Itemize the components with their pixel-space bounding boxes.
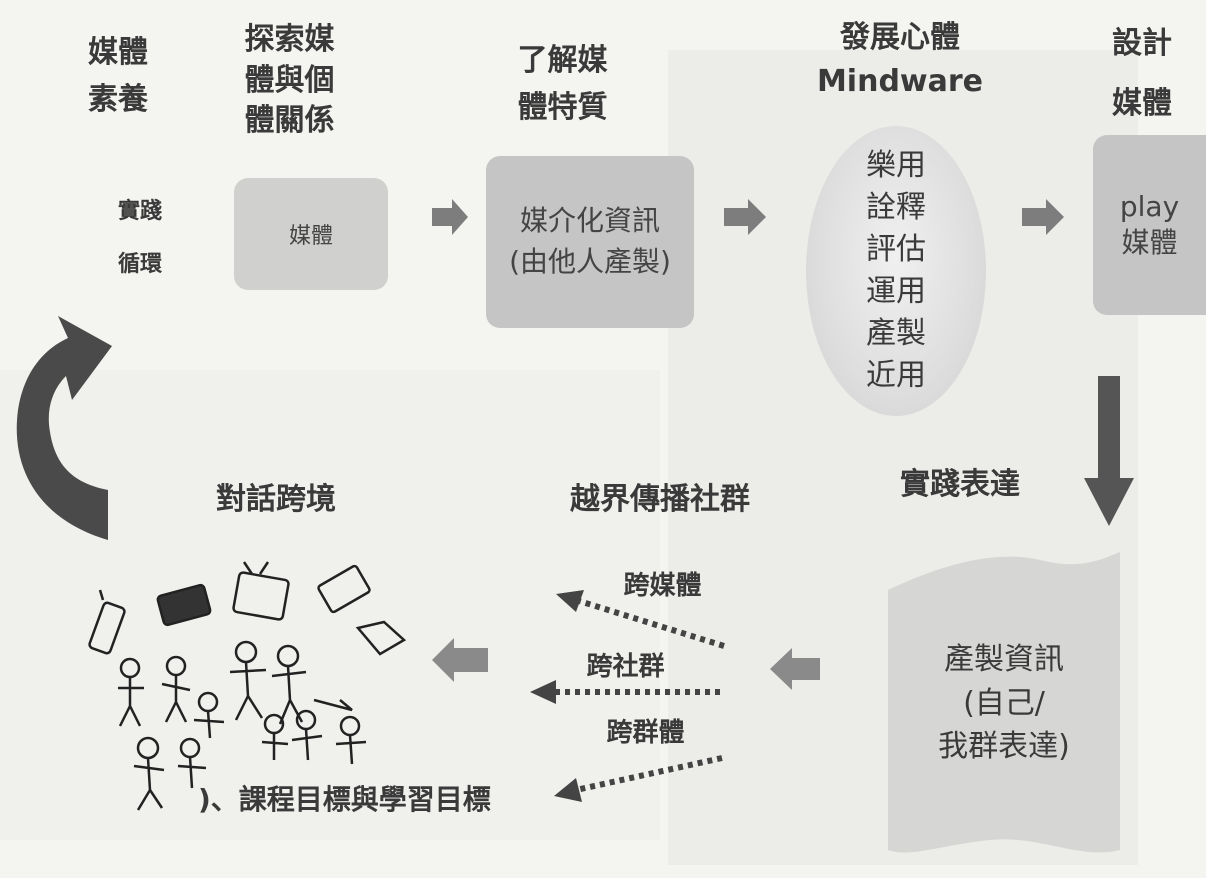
dotted-arrow-head-1 xyxy=(556,590,584,612)
dotted-arrow-cross-media xyxy=(575,597,725,649)
label-cross-media: 跨媒體 xyxy=(623,571,702,601)
box-media: 媒體 xyxy=(234,178,388,290)
curved-cycle-arrow xyxy=(16,316,112,540)
label-design-media: 設計 媒體 xyxy=(1112,26,1172,121)
box-mediated-information: 媒介化資訊 (由他人產製) xyxy=(486,156,694,328)
arrow-right-3 xyxy=(1022,199,1064,235)
box-produce-info-shape xyxy=(888,552,1120,853)
arrow-left-1 xyxy=(770,648,820,690)
dotted-arrow-head-2 xyxy=(530,680,556,704)
arrow-right-1 xyxy=(432,199,468,235)
ellipse-mindware-actions: 樂用 詮釋 評估 運用 產製 近用 xyxy=(806,126,986,416)
label-media-literacy: 媒體 素養 xyxy=(88,35,148,117)
label-cross-group: 跨群體 xyxy=(606,718,685,748)
arrow-right-2 xyxy=(724,199,766,235)
label-cross-border-community: 越界傳播社群 xyxy=(570,482,750,517)
arrow-left-2 xyxy=(432,638,488,682)
label-dialogue-across-borders: 對話跨境 xyxy=(216,482,336,517)
arrow-down xyxy=(1084,376,1134,526)
label-practice-expression: 實踐表達 xyxy=(900,467,1020,502)
caption-course-objectives: )、課程目標與學習目標 xyxy=(198,783,491,816)
background-panel-left xyxy=(0,370,660,840)
label-develop-mindware: 發展心體 Mindware xyxy=(816,20,984,99)
clipart-media-people xyxy=(88,561,407,811)
label-explore-media-relation: 探索媒 體與個 體關係 xyxy=(244,22,335,138)
label-understand-media-traits: 了解媒 體特質 xyxy=(517,43,608,125)
label-cross-community: 跨社群 xyxy=(586,652,665,682)
dotted-arrow-head-3 xyxy=(554,778,582,802)
label-practice-cycle: 實踐 循環 xyxy=(117,199,162,277)
dotted-arrow-cross-group xyxy=(575,755,723,793)
box-play-media: play 媒體 xyxy=(1093,135,1206,315)
box-produce-information: 產製資訊 (自己/ 我群表達) xyxy=(938,642,1070,764)
